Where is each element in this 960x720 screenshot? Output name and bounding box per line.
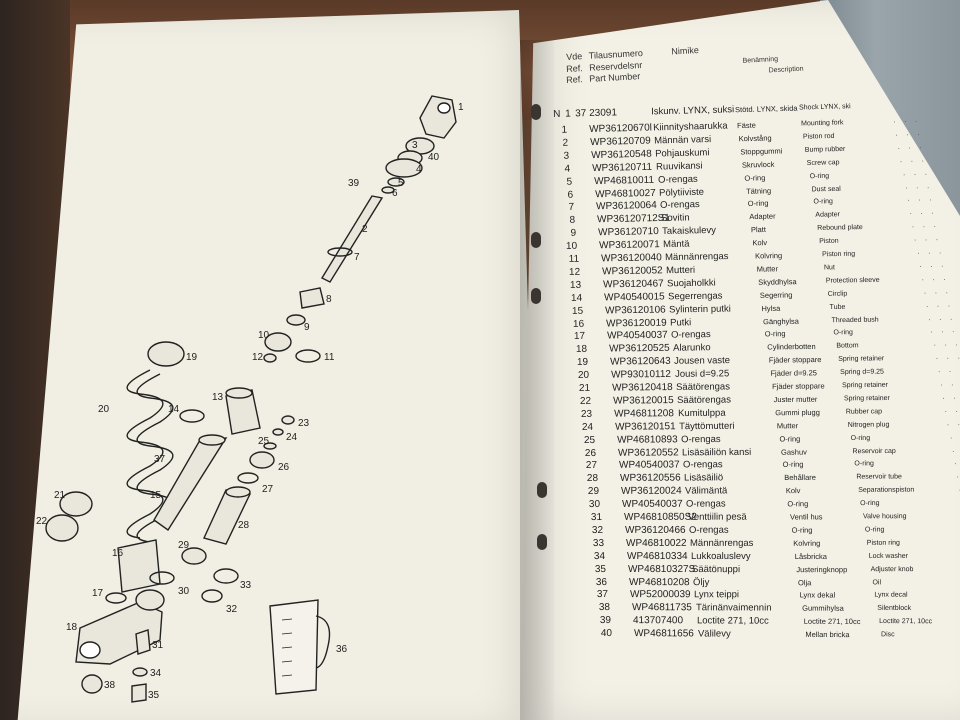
right-page [520,0,960,720]
diagram-callout-label: 7 [354,252,360,263]
part-adjuster-knob [131,683,147,703]
binder-hole [537,482,547,498]
diagram-callout-label: 14 [168,404,180,415]
diagram-callout-label: 21 [54,490,66,501]
part-adjust-ring-2 [45,514,79,542]
diagram-callout-label: 15 [150,490,162,501]
binder-hole [537,534,547,550]
diagram-callout-label: 19 [186,352,198,363]
diagram-callout-label: 12 [252,352,264,363]
diagram-callout-label: 2 [362,224,368,235]
diagram-callout-label: 39 [348,178,360,189]
part-oil-jug [269,599,319,695]
diagram-callout-label: 40 [428,152,440,163]
binder-hole [531,288,541,304]
diagram-callout-label: 24 [286,432,298,443]
diagram-callout-label: 23 [298,418,310,429]
diagram-callout-label: 9 [304,322,310,333]
diagram-callout-label: 38 [104,680,116,691]
diagram-callout-label: 27 [262,484,274,495]
part-piston [264,332,292,352]
diagram-callout-label: 31 [152,640,164,651]
binder-hole [531,232,541,248]
left-page [16,10,541,720]
part-mounting-fork [419,95,457,139]
part-reservoir-cap [249,451,275,469]
diagram-callout-label: 37 [154,454,166,465]
book-gutter [520,40,554,720]
diagram-callout-label: 1 [458,102,464,113]
diagram-callout-label: 34 [150,668,162,679]
diagram-callout-label: 11 [324,352,335,363]
part-spring-retainer [147,341,185,367]
diagram-callout-label: 6 [392,188,398,199]
diagram-callout-label: 30 [178,586,190,597]
part-valve-housing [135,629,151,655]
diagram-callout-label: 3 [412,140,418,151]
diagram-callout-label: 18 [66,622,78,633]
part-reservoir-tube [203,489,252,545]
diagram-callout-label: 36 [336,644,348,655]
diagram-callout-label: 17 [92,588,104,599]
diagram-callout-label: 4 [416,164,422,175]
diagram-callout-label: 8 [326,294,332,305]
diagram-callout-label: 10 [258,330,270,341]
binder-hole [531,104,541,120]
diagram-callout-label: 29 [178,540,190,551]
part-silentblock [81,674,103,694]
diagram-callout-label: 25 [258,436,270,447]
diagram-callout-label: 16 [112,548,124,559]
diagram-callout-label: 28 [238,520,250,531]
diagram-callout-label: 22 [36,516,48,527]
part-adjust-ring [59,491,93,517]
diagram-callout-label: 35 [148,690,160,701]
part-adapter [299,287,325,309]
diagram-callout-label: 32 [226,604,238,615]
diagram-callout-label: 26 [278,462,290,473]
diagram-callout-label: 33 [240,580,252,591]
diagram-callout-label: 5 [398,178,404,189]
diagram-callout-label: 20 [98,404,110,415]
part-piston-rod [321,195,384,283]
part-threaded-bush [117,539,161,593]
diagram-callout-label: 13 [212,392,224,403]
part-screw-cap [385,158,423,178]
